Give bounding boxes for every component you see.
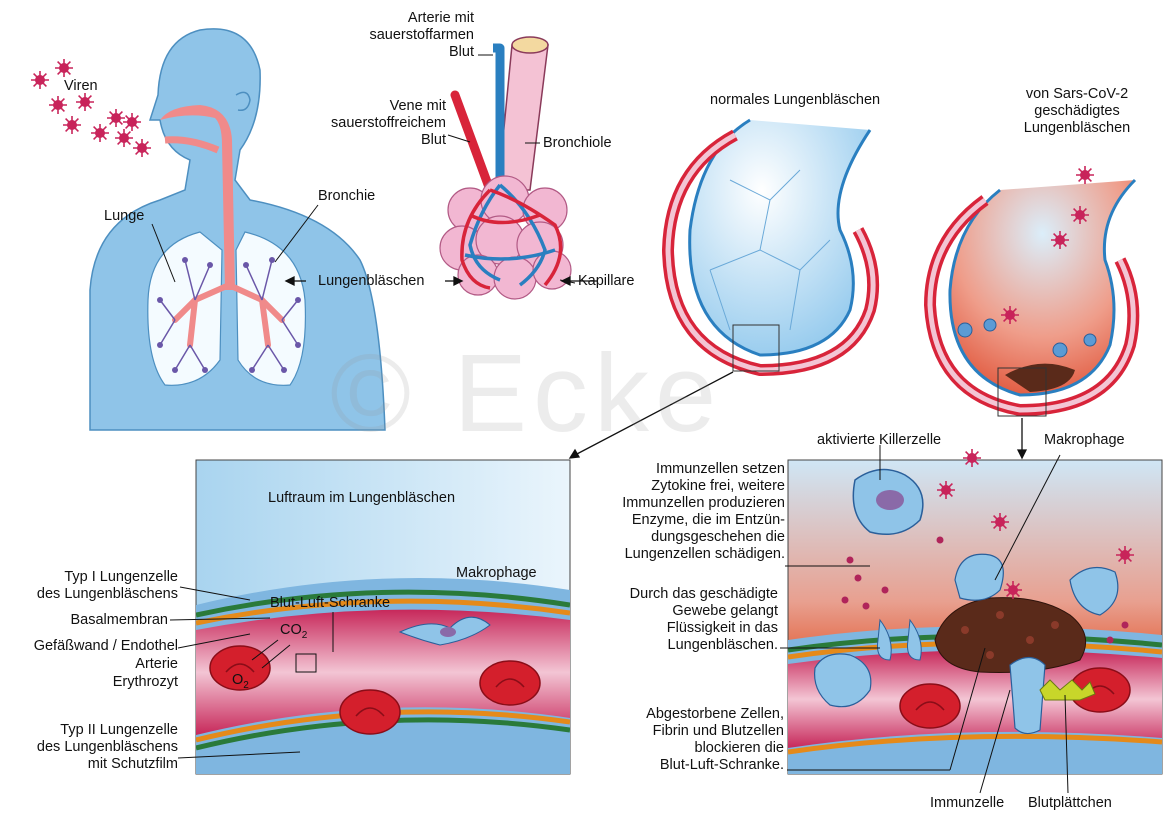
label-line: Blut (421, 132, 446, 148)
label-line: des Lungenbläschens (36, 739, 178, 755)
label-bronchie: Bronchie (318, 188, 376, 204)
label-line: Arterie mit (407, 10, 474, 26)
label-normales-lungenblaeschen: normales Lungenbläschen (710, 92, 881, 108)
label-line: Blut (449, 44, 474, 60)
label-line: Lungenzellen schädigen. (624, 546, 785, 562)
label-gefaesswand: Gefäßwand / Endothel (33, 638, 178, 654)
label-immunzelle: Immunzelle (930, 795, 1005, 811)
virus-cluster (30, 58, 152, 158)
label-viren: Viren (64, 78, 98, 94)
label-makrophage-left: Makrophage (456, 565, 537, 581)
label-line: Typ I Lungenzelle (64, 569, 178, 585)
co2-text: CO (280, 622, 302, 638)
label-line: Vene mit (389, 98, 446, 114)
label-line: Blut-Luft-Schranke. (659, 757, 784, 773)
label-vene-sauerstoffreich: Vene mit sauerstoffreichem Blut (300, 98, 446, 149)
label-line: Immunzellen produzieren (622, 495, 785, 511)
label-line: blockieren die (694, 740, 784, 756)
label-line: sauerstoffarmen (369, 27, 474, 43)
label-typ2: Typ II Lungenzelle des Lungenbläschens m… (0, 722, 178, 773)
label-line: dungsgeschehen die (651, 529, 785, 545)
label-line: mit Schutzfilm (87, 756, 178, 772)
label-line: Immunzellen setzen (656, 461, 785, 477)
label-line: Zytokine frei, weitere (651, 478, 785, 494)
leader-lines (151, 54, 1069, 794)
label-geschaedigtes-gewebe: Durch das geschädigte Gewebe gelangt Flü… (600, 586, 778, 654)
bronchiole-cluster (439, 36, 572, 300)
label-makrophage-right: Makrophage (1044, 432, 1125, 448)
label-co2: CO2 (280, 622, 307, 644)
watermark: © Ecke (330, 332, 723, 455)
label-blutplaettchen: Blutplättchen (1028, 795, 1112, 811)
label-line: des Lungenbläschens (36, 586, 178, 602)
label-lungenblaeschen: Lungenbläschen (318, 273, 425, 289)
label-line: Enzyme, die im Entzün- (631, 512, 785, 528)
o2-subscript: 2 (243, 679, 249, 691)
label-erythrozyt: Erythrozyt (112, 674, 178, 690)
human-figure (89, 28, 386, 431)
label-line: Abgestorbene Zellen, (646, 706, 784, 722)
damaged-alveolus (923, 165, 1140, 417)
label-line: Gewebe gelangt (672, 603, 778, 619)
label-typ1: Typ I Lungenzelle des Lungenbläschens (0, 569, 178, 603)
label-bronchiole: Bronchiole (543, 135, 612, 151)
label-arterie: Arterie (135, 656, 178, 672)
label-line: Typ II Lungenzelle (60, 722, 178, 738)
label-line: Fibrin und Blutzellen (652, 723, 784, 739)
label-line: Durch das geschädigte (629, 586, 778, 602)
label-line: geschädigtes (1034, 103, 1120, 119)
label-killerzelle: aktivierte Killerzelle (817, 432, 942, 448)
co2-subscript: 2 (301, 629, 308, 641)
label-luftraum: Luftraum im Lungenbläschen (268, 490, 456, 506)
right-detail-panel (787, 448, 1163, 775)
label-o2: O2 (232, 672, 249, 694)
label-immunzellen-zytokine: Immunzellen setzen Zytokine frei, weiter… (600, 461, 785, 563)
label-kapillare: Kapillare (578, 273, 635, 289)
label-blut-luft-schranke: Blut-Luft-Schranke (270, 595, 391, 611)
label-geschaedigtes-lungenblaeschen: von Sars-CoV-2 geschädigtes Lungenbläsch… (1002, 86, 1152, 137)
label-line: von Sars-CoV-2 (1025, 86, 1129, 102)
normal-alveolus (661, 118, 880, 377)
label-line: Lungenbläschen (1023, 120, 1131, 136)
left-detail-panel (195, 459, 571, 775)
label-line: Lungenbläschen. (667, 637, 778, 653)
label-lunge: Lunge (104, 208, 145, 224)
arrows (284, 275, 1028, 460)
label-abgestorbene-zellen: Abgestorbene Zellen, Fibrin und Blutzell… (600, 706, 784, 774)
label-basalmembran: Basalmembran (70, 612, 168, 628)
label-line: sauerstoffreichem (331, 115, 446, 131)
label-line: Flüssigkeit in das (666, 620, 778, 636)
o2-text: O (232, 672, 244, 688)
label-arterie-sauerstoffarm: Arterie mit sauerstoffarmen Blut (330, 10, 474, 61)
